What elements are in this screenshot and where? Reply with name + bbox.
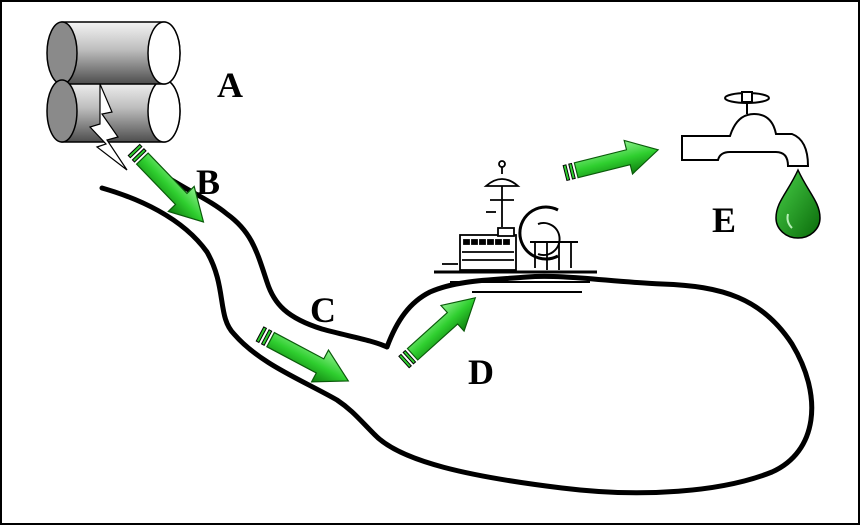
arrow-to-e [560,132,663,191]
leaking-barrels-icon [46,21,181,171]
water-treatment-plant-icon [434,160,597,293]
water-drop-icon [775,168,821,239]
label-a: A [217,65,243,105]
aquifer-outline [99,171,815,496]
label-b: B [196,162,220,202]
label-d: D [468,352,494,392]
label-e: E [712,200,736,240]
label-c: C [310,290,336,330]
faucet-icon [681,91,810,167]
